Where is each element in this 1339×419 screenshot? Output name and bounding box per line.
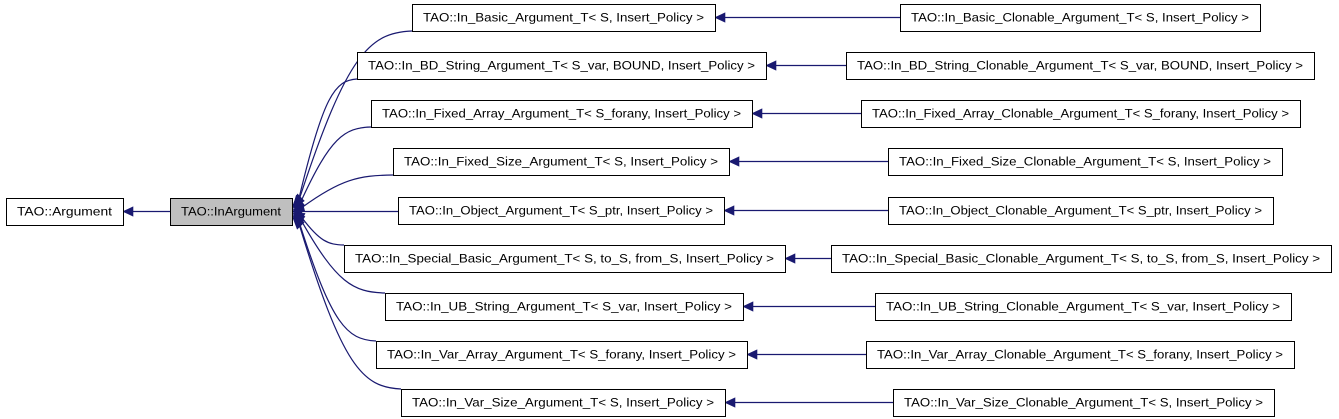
edge-arrow-argument-inargument [122, 206, 134, 217]
edge-line-inargument-in_var_size_argument_t-s-insert_policy [299, 225, 402, 390]
edge-arrow-in_var_array_argument_t-s_forany-insert_policy-in_var_array_clonable_argument_t-s_forany-insert_policy [746, 349, 758, 360]
node-box [861, 100, 1301, 128]
node-box [875, 293, 1292, 321]
node-box [376, 341, 748, 369]
node-in_var_array_clonable_argument_t-s_forany-insert_policy[interactable]: TAO::In_Var_Array_Clonable_Argument_T< S… [866, 341, 1295, 369]
node-argument[interactable]: TAO::Argument [6, 198, 124, 226]
node-label: TAO::In_Fixed_Size_Argument_T< S, Insert… [404, 155, 718, 169]
node-label: TAO::InArgument [181, 205, 282, 219]
node-box [412, 4, 716, 32]
node-in_object_argument_t-s_ptr-insert_policy[interactable]: TAO::In_Object_Argument_T< S_ptr, Insert… [398, 197, 725, 225]
node-in_var_size_argument_t-s-insert_policy[interactable]: TAO::In_Var_Size_Argument_T< S, Insert_P… [401, 389, 726, 417]
edge-line-inargument-in_var_array_argument_t-s_forany-insert_policy [299, 223, 377, 342]
node-label: TAO::In_Fixed_Size_Clonable_Argument_T< … [899, 155, 1271, 169]
node-inargument[interactable]: TAO::InArgument [170, 198, 293, 226]
node-label: TAO::In_Var_Size_Argument_T< S, Insert_P… [412, 396, 714, 410]
node-label: TAO::In_Special_Basic_Clonable_Argument_… [842, 252, 1320, 266]
edge-line-inargument-in_bd_string_argument_t-s_var-bound-insert_policy [298, 78, 358, 199]
node-box [357, 52, 767, 80]
edge-arrow-in_var_size_argument_t-s-insert_policy-in_var_size_clonable_argument_t-s-insert_policy [724, 397, 736, 408]
edge-line-inargument-in_fixed_array_argument_t-s_forany-insert_policy [300, 126, 372, 202]
node-box [846, 52, 1315, 80]
node-in_bd_string_argument_t-s_var-bound-insert_policy[interactable]: TAO::In_BD_String_Argument_T< S_var, BOU… [357, 52, 767, 80]
node-box [170, 198, 293, 226]
node-in_fixed_array_argument_t-s_forany-insert_policy[interactable]: TAO::In_Fixed_Array_Argument_T< S_forany… [371, 100, 753, 128]
edge-arrow-in_bd_string_argument_t-s_var-bound-insert_policy-in_bd_string_clonable_argument_t-s_var-bound-insert_policy [765, 60, 777, 71]
node-in_basic_clonable_argument_t-s-insert_policy[interactable]: TAO::In_Basic_Clonable_Argument_T< S, In… [900, 4, 1261, 32]
node-label: TAO::In_Var_Size_Clonable_Argument_T< S,… [904, 396, 1263, 410]
node-box [888, 148, 1283, 176]
edge-arrow-in_special_basic_argument_t-s-to_s-from_s-insert_policy-in_special_basic_clonable_argument_t-s-to_s-from_s-insert_policy [784, 253, 796, 264]
node-box [344, 245, 786, 273]
edge-arrow-in_ub_string_argument_t-s_var-insert_policy-in_ub_string_clonable_argument_t-s_var-insert_policy [742, 301, 754, 312]
node-box [6, 198, 124, 226]
node-in_var_size_clonable_argument_t-s-insert_policy[interactable]: TAO::In_Var_Size_Clonable_Argument_T< S,… [893, 389, 1275, 417]
edge-arrow-in_basic_argument_t-s-insert_policy-in_basic_clonable_argument_t-s-insert_policy [714, 12, 726, 23]
node-box [393, 148, 730, 176]
node-label: TAO::In_Var_Array_Argument_T< S_forany, … [387, 348, 736, 362]
node-label: TAO::Argument [17, 205, 113, 219]
node-in_special_basic_clonable_argument_t-s-to_s-from_s-insert_policy[interactable]: TAO::In_Special_Basic_Clonable_Argument_… [831, 245, 1332, 273]
node-label: TAO::In_Var_Array_Clonable_Argument_T< S… [877, 348, 1283, 362]
edge-line-inargument-in_fixed_size_argument_t-s-insert_policy [302, 174, 394, 208]
node-box [900, 4, 1261, 32]
node-label: TAO::In_BD_String_Clonable_Argument_T< S… [857, 59, 1303, 73]
node-label: TAO::In_Special_Basic_Argument_T< S, to_… [355, 252, 774, 266]
node-in_special_basic_argument_t-s-to_s-from_s-insert_policy[interactable]: TAO::In_Special_Basic_Argument_T< S, to_… [344, 245, 786, 273]
node-in_ub_string_clonable_argument_t-s_var-insert_policy[interactable]: TAO::In_UB_String_Clonable_Argument_T< S… [875, 293, 1292, 321]
edge-line-inargument-in_special_basic_argument_t-s-to_s-from_s-insert_policy [301, 217, 345, 246]
node-label: TAO::In_Fixed_Array_Argument_T< S_forany… [382, 107, 741, 121]
node-label: TAO::In_Object_Argument_T< S_ptr, Insert… [409, 204, 713, 218]
node-box [893, 389, 1275, 417]
node-label: TAO::In_Basic_Clonable_Argument_T< S, In… [911, 11, 1249, 25]
node-label: TAO::In_Fixed_Array_Clonable_Argument_T<… [872, 107, 1289, 121]
node-box [371, 100, 753, 128]
edge-arrow-in_fixed_array_argument_t-s_forany-insert_policy-in_fixed_array_clonable_argument_t-s_forany-insert_policy [751, 108, 763, 119]
edge-arrow-inargument-in_var_size_argument_t-s-insert_policy [292, 217, 305, 230]
node-label: TAO::In_UB_String_Argument_T< S_var, Ins… [396, 300, 732, 314]
node-box [831, 245, 1332, 273]
node-label: TAO::In_BD_String_Argument_T< S_var, BOU… [368, 59, 755, 73]
edge-arrow-in_object_argument_t-s_ptr-insert_policy-in_object_clonable_argument_t-s_ptr-insert_policy [723, 205, 735, 216]
node-in_fixed_size_clonable_argument_t-s-insert_policy[interactable]: TAO::In_Fixed_Size_Clonable_Argument_T< … [888, 148, 1283, 176]
edge-line-inargument-in_ub_string_argument_t-s_var-insert_policy [300, 220, 386, 294]
node-in_basic_argument_t-s-insert_policy[interactable]: TAO::In_Basic_Argument_T< S, Insert_Poli… [412, 4, 716, 32]
node-in_fixed_array_clonable_argument_t-s_forany-insert_policy[interactable]: TAO::In_Fixed_Array_Clonable_Argument_T<… [861, 100, 1301, 128]
nodes-layer: TAO::Argument TAO::InArgument TAO::In_Basi… [6, 4, 1332, 417]
node-in_ub_string_argument_t-s_var-insert_policy[interactable]: TAO::In_UB_String_Argument_T< S_var, Ins… [385, 293, 744, 321]
node-in_fixed_size_argument_t-s-insert_policy[interactable]: TAO::In_Fixed_Size_Argument_T< S, Insert… [393, 148, 730, 176]
node-label: TAO::In_Basic_Argument_T< S, Insert_Poli… [423, 11, 704, 25]
edge-arrow-in_fixed_size_argument_t-s-insert_policy-in_fixed_size_clonable_argument_t-s-insert_policy [728, 156, 740, 167]
node-label: TAO::In_UB_String_Clonable_Argument_T< S… [886, 300, 1280, 314]
node-box [866, 341, 1295, 369]
node-in_object_clonable_argument_t-s_ptr-insert_policy[interactable]: TAO::In_Object_Clonable_Argument_T< S_pt… [888, 197, 1274, 225]
node-in_var_array_argument_t-s_forany-insert_policy[interactable]: TAO::In_Var_Array_Argument_T< S_forany, … [376, 341, 748, 369]
node-box [401, 389, 726, 417]
node-box [385, 293, 744, 321]
node-in_bd_string_clonable_argument_t-s_var-bound-insert_policy[interactable]: TAO::In_BD_String_Clonable_Argument_T< S… [846, 52, 1315, 80]
node-box [888, 197, 1274, 225]
node-box [398, 197, 725, 225]
node-label: TAO::In_Object_Clonable_Argument_T< S_pt… [899, 204, 1262, 218]
